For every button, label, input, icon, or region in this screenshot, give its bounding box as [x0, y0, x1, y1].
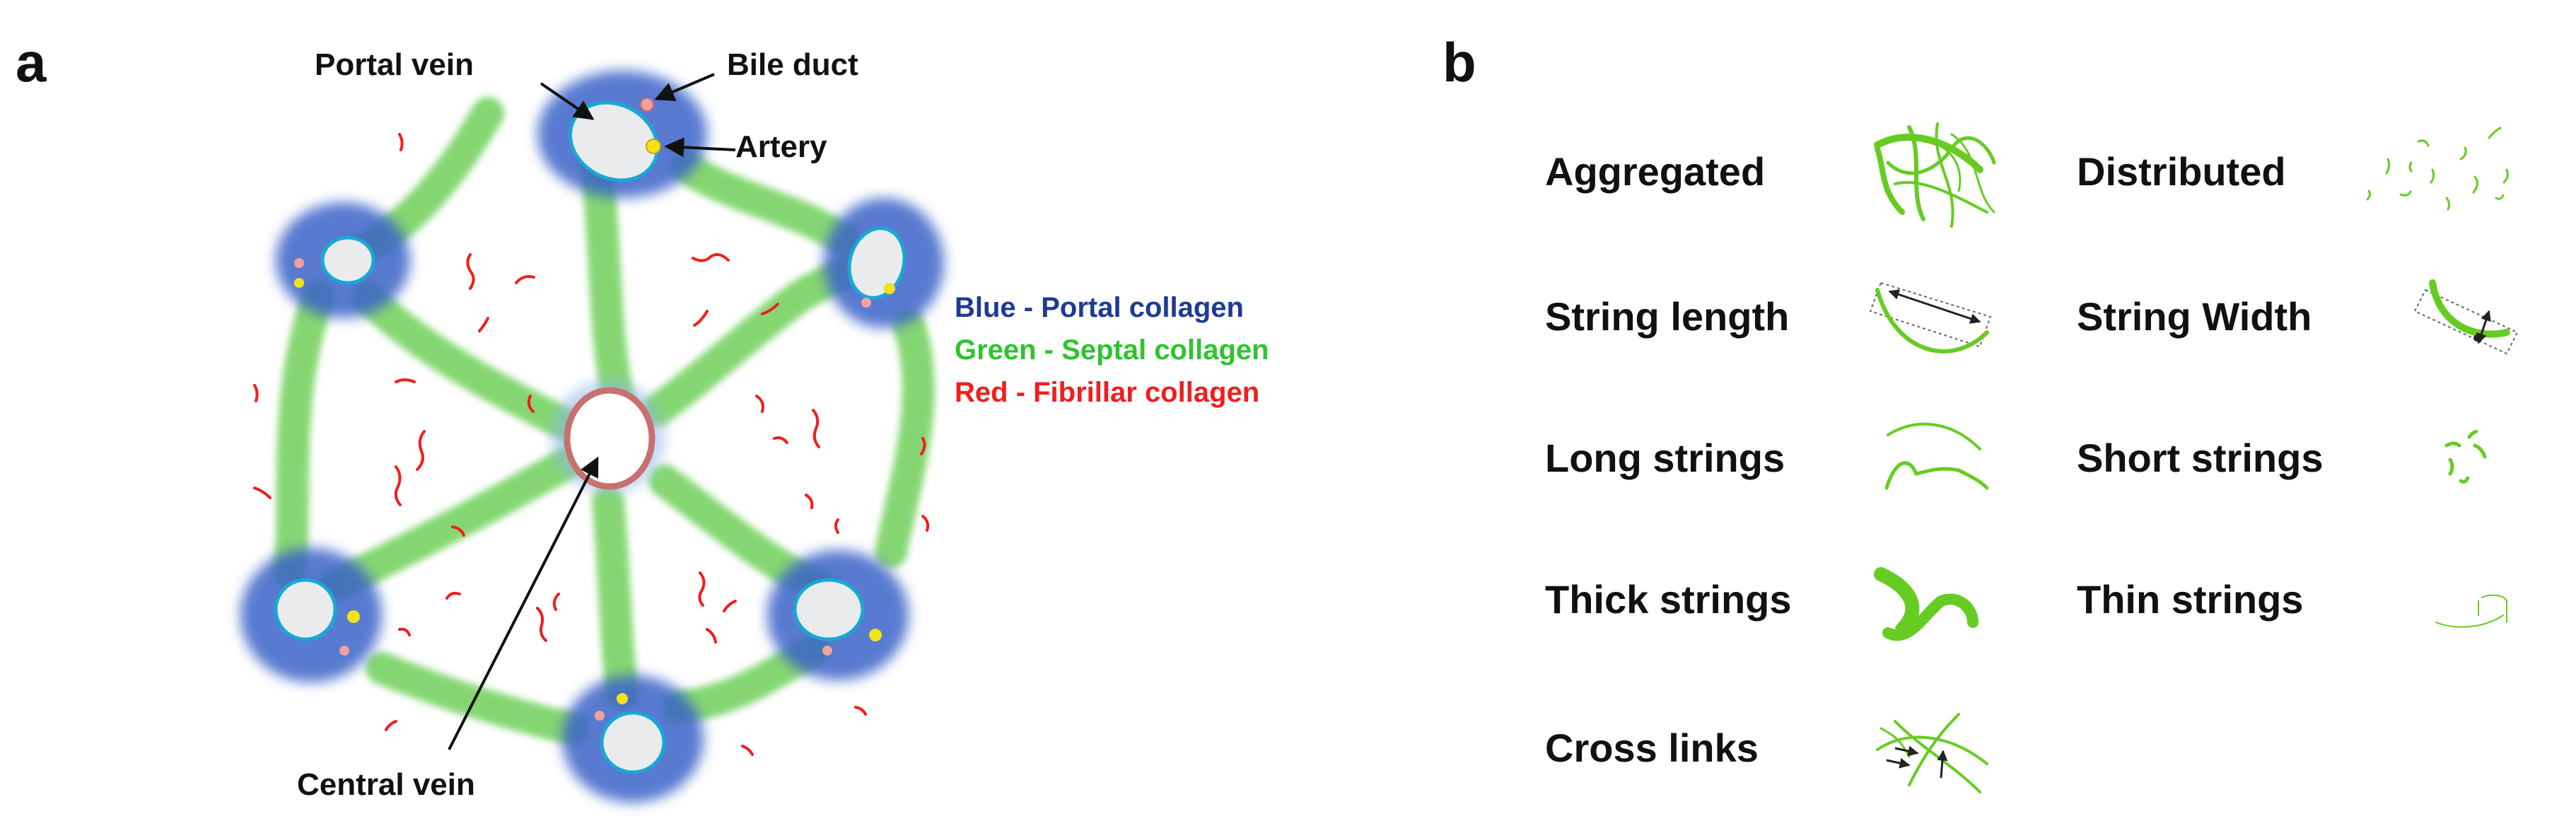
panel-b-letter: b [1443, 31, 1476, 93]
legend-septal-text: Septal collagen [1061, 334, 1269, 366]
central-vein [552, 380, 665, 494]
portal-tract-lower-left [240, 548, 382, 682]
septum-lower-left-central [316, 443, 589, 603]
legend-fibrillar-color-word: Red [955, 377, 1008, 408]
legend-portal-text: Portal collagen [1041, 292, 1244, 323]
portal-tract-top [537, 71, 707, 198]
septum-upper-left-lower-left [274, 281, 334, 589]
collagen-legend: Blue - Portal collagen Green - Septal co… [955, 292, 1269, 408]
legend-septal: Green - Septal collagen [955, 334, 1269, 366]
legend-portal-separator: - [1016, 292, 1042, 323]
legend-septal-color-word: Green [955, 334, 1037, 366]
bile-duct-label: Bile duct [727, 47, 858, 82]
feature-label-distributed: Distributed [2077, 149, 2286, 194]
legend-portal-color-word: Blue [955, 292, 1016, 323]
thin-strings-icon [2435, 594, 2507, 628]
cross-links-icon [1876, 713, 1988, 793]
feature-label-thick-strings: Thick strings [1545, 577, 1792, 622]
septum-upper-left-central [351, 281, 596, 448]
central-vein-label: Central vein [297, 767, 475, 802]
central-vein-arrow [448, 456, 599, 750]
long-strings-icon [1884, 422, 1989, 490]
feature-label-thin-strings: Thin strings [2077, 577, 2303, 622]
panel-a: a [16, 31, 1269, 803]
string-length-icon [1869, 281, 1992, 354]
feature-label-long-strings: Long strings [1545, 436, 1785, 480]
portal-vein-arrow [540, 82, 595, 120]
septum-lower-left-bottom [366, 652, 589, 745]
legend-fibrillar-text: Fibrillar collagen [1033, 377, 1259, 408]
feature-label-aggregated: Aggregated [1545, 149, 1765, 194]
septum-upper-right-lower-right [875, 309, 935, 568]
artery-label: Artery [735, 129, 827, 164]
feature-label-string-width: String Width [2077, 294, 2312, 339]
bile-duct-dot [640, 98, 654, 112]
distributed-icon [2366, 127, 2509, 211]
feature-label-short-strings: Short strings [2077, 436, 2323, 480]
aggregated-icon [1874, 122, 1996, 228]
feature-label-cross-links: Cross links [1545, 726, 1759, 770]
callout-arrows [448, 73, 736, 750]
legend-portal: Blue - Portal collagen [955, 292, 1244, 323]
feature-label-string-length: String length [1545, 294, 1789, 339]
short-strings-icon [2444, 429, 2487, 484]
panel-a-letter: a [16, 31, 47, 93]
bile-duct-arrow [654, 73, 715, 101]
panel-b: b Aggregated String length Long strings … [1443, 31, 2519, 793]
septum-top-upper-right [670, 150, 861, 257]
thick-strings-icon [1874, 567, 1978, 641]
portal-tract-upper-right [824, 198, 944, 328]
artery-arrow [664, 137, 736, 158]
legend-fibrillar: Red - Fibrillar collagen [955, 377, 1259, 408]
portal-vein-label: Portal vein [315, 47, 474, 82]
portal-tract-bottom [562, 675, 704, 803]
legend-fibrillar-separator: - [1008, 377, 1034, 408]
artery-dot [646, 139, 661, 154]
portal-tract-upper-left [276, 202, 410, 318]
septum-central-upper-right [641, 252, 872, 426]
fibrillar-collagen [253, 133, 930, 756]
legend-septal-separator: - [1037, 334, 1062, 366]
string-width-icon [2413, 279, 2519, 355]
portal-tract-lower-right [767, 550, 909, 680]
portal-vein-lumen [568, 100, 660, 182]
septum-central-bottom [592, 486, 639, 709]
